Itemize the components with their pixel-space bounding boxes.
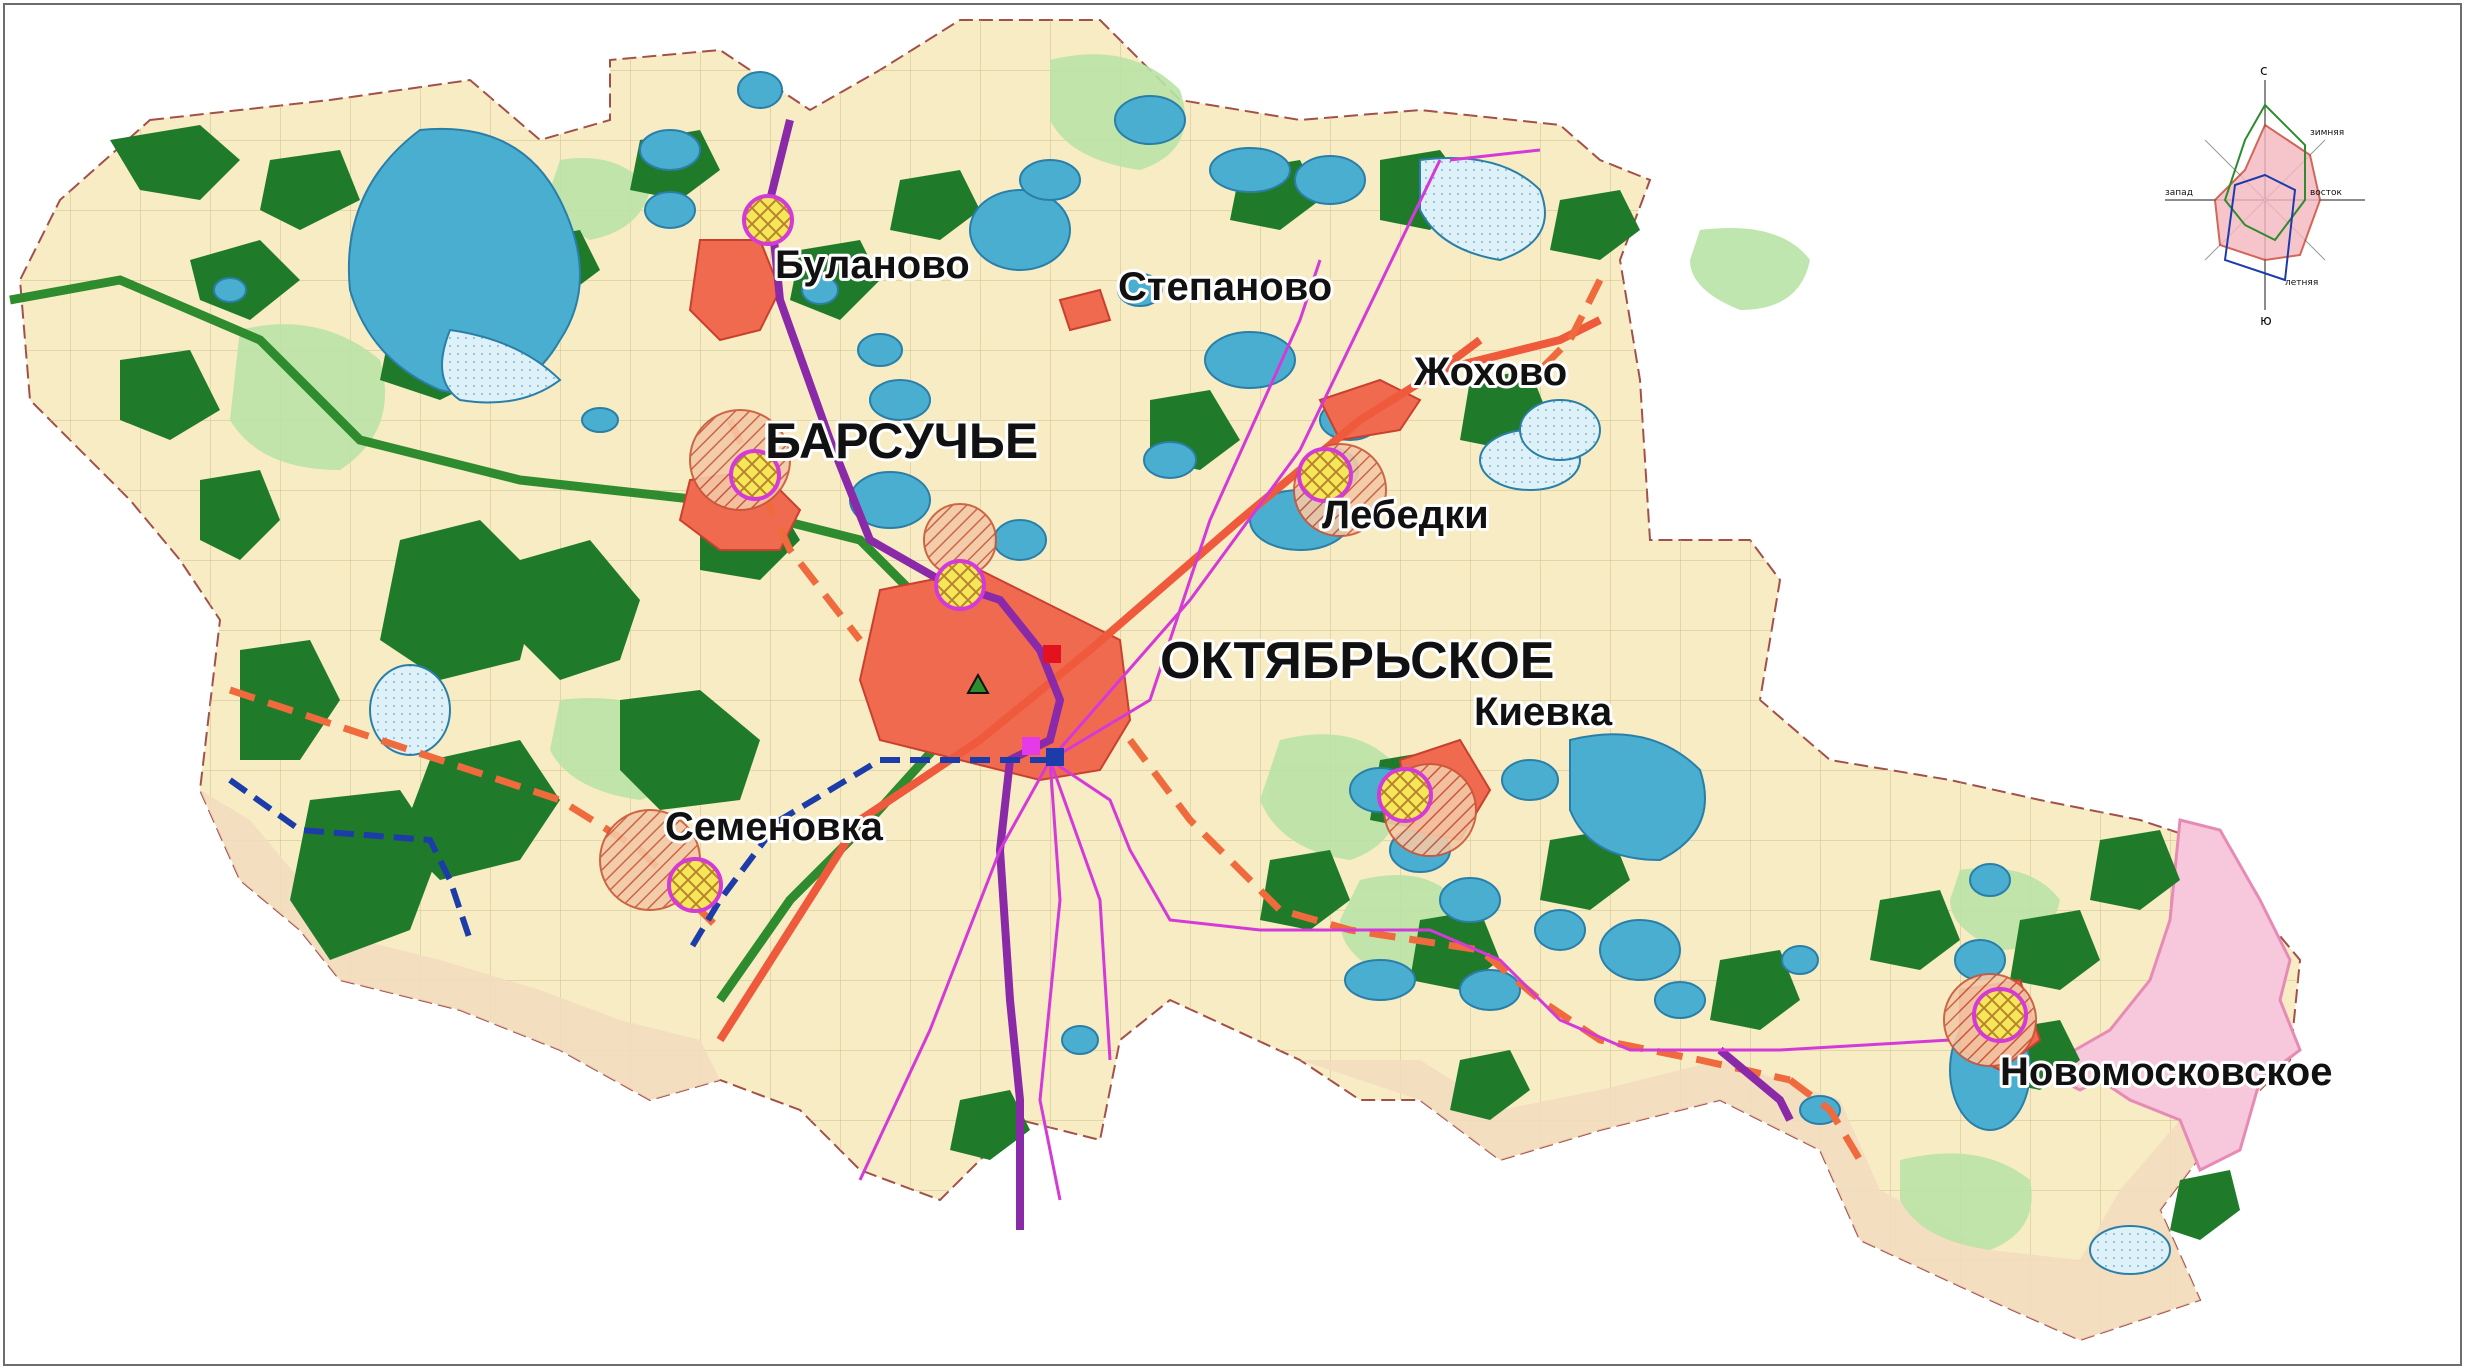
wind-rose-north: с: [2260, 63, 2268, 79]
power-lines: [858, 148, 1951, 1201]
label-barsuchye: БАРСУЧЬЕ: [765, 413, 1038, 469]
wind-rose-east: восток: [2310, 188, 2343, 198]
place-labels: Буланово Степаново Жохово БАРСУЧЬЕ Лебед…: [662, 240, 2335, 1097]
square-blue-marker-icon: [1046, 748, 1064, 766]
settlement-oktyabrskoe: [858, 568, 1132, 782]
wind-rose-icon: с ю восток запад зимняя летняя: [2165, 63, 2365, 329]
square-red-marker-icon: [1043, 645, 1061, 663]
wind-rose-west: запад: [2165, 188, 2193, 198]
pipeline: [765, 119, 1794, 1230]
settlement-stepanovo: [1058, 288, 1112, 332]
label-semenovka: Семеновка: [665, 805, 884, 849]
label-stepanovo: Степаново: [1118, 265, 1332, 309]
zone-boundary-blue: [228, 757, 1050, 952]
label-oktyabrskoe: ОКТЯБРЬСКОЕ: [1160, 632, 1555, 690]
wind-rose-ne: зимняя: [2310, 128, 2344, 138]
neighbour-territory: [2036, 818, 2302, 1173]
label-lebedki: Лебедки: [1322, 493, 1489, 537]
label-novomoskovskoe: Новомосковское: [2000, 1050, 2332, 1094]
roads-main: [716, 316, 1602, 1043]
label-zhokhovo: Жохово: [1413, 350, 1567, 394]
label-kievka: Киевка: [1474, 690, 1613, 734]
wind-rose-sw: летняя: [2285, 278, 2318, 288]
triangle-marker-icon: [966, 672, 990, 694]
label-bulanovo: Буланово: [775, 243, 970, 287]
wind-rose-south: ю: [2260, 313, 2272, 329]
square-magenta-marker-icon: [1022, 737, 1040, 755]
planned-centers: [667, 194, 2028, 1043]
